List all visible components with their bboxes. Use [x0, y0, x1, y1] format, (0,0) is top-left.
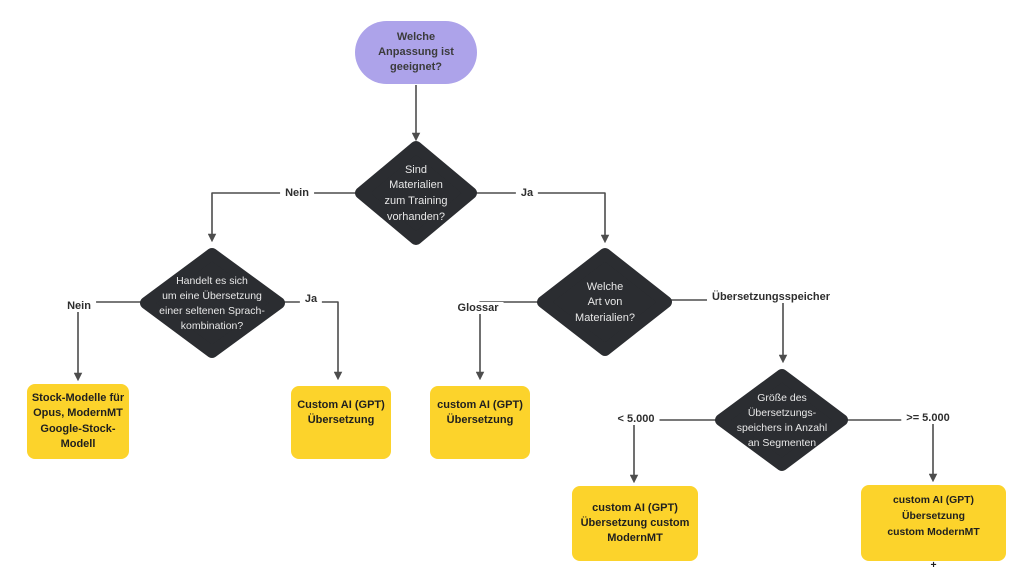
outcome-stock-models: Stock-Modelle für Opus, ModernMT Google-… — [27, 384, 129, 459]
outcome-custom-ai-rare: Custom AI (GPT) Übersetzung — [291, 386, 391, 459]
connector-materials-yes — [476, 192, 610, 244]
outcome-custom-ai-large-tm: custom AI (GPT) Übersetzung custom Moder… — [861, 485, 1006, 571]
edge-label-type-tm: Übersetzungsspeicher — [707, 291, 835, 303]
start-node: Welche Anpassung ist geeignet? — [355, 21, 477, 84]
decision-rare-language-label: Handelt es sich um eine Übersetzung eine… — [159, 275, 265, 332]
decision-materials-diamond — [355, 141, 477, 245]
edge-label-tm-small: < 5.000 — [612, 413, 660, 425]
edge-label-rare-yes: Ja — [299, 293, 323, 305]
decision-rare-language-diamond — [140, 248, 285, 358]
edge-label-tm-large: >= 5.000 — [901, 412, 955, 424]
outcome-custom-ai-small-tm: custom AI (GPT) Übersetzung custom Moder… — [572, 486, 698, 561]
decision-material-type-diamond — [537, 248, 672, 356]
decision-tm-size-label: Größe des Übersetzungs- speichers in Anz… — [736, 392, 828, 449]
connector-materials-no — [207, 192, 356, 243]
edge-label-rare-no: Nein — [62, 300, 96, 312]
decision-materials-label: Sind Materialien zum Training vorhanden? — [384, 163, 448, 223]
edge-label-type-glossary: Glossar — [452, 302, 504, 314]
edge-label-materials-no: Nein — [280, 187, 314, 199]
outcome-custom-ai-glossary: custom AI (GPT) Übersetzung — [430, 386, 530, 459]
edge-label-materials-yes: Ja — [515, 187, 539, 199]
decision-tm-size-diamond — [715, 369, 848, 471]
connector-type-tm — [671, 299, 788, 364]
decision-material-type-label: Welche Art von Materialien? — [575, 280, 635, 324]
